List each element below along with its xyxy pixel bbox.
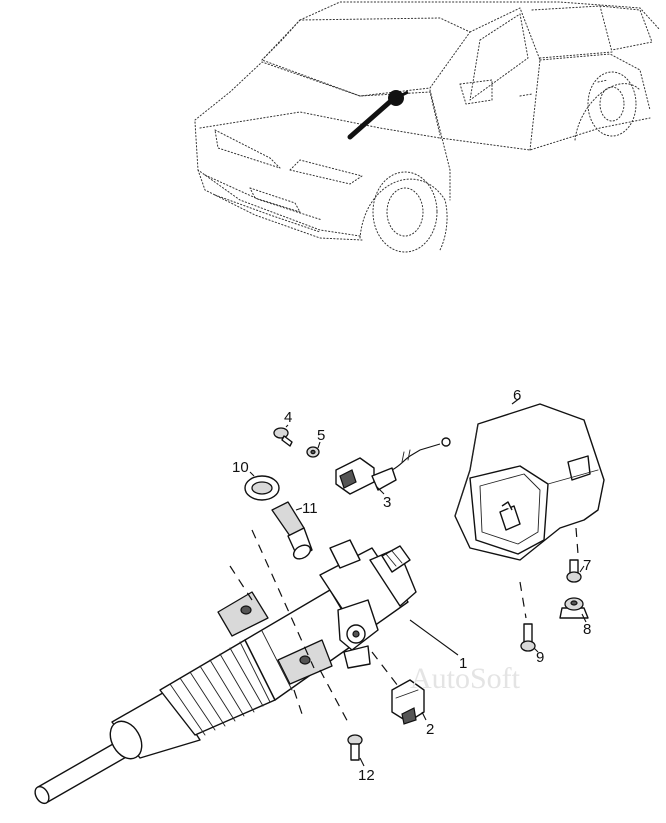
- screw-part-4: [273, 427, 293, 447]
- sensor-with-cable: [335, 437, 451, 495]
- assembly-axis-lines: [229, 527, 579, 727]
- callout-9: 9: [536, 649, 544, 666]
- callout-labels: 1 2 3 4 5 6 7 8 9 10 11 12: [232, 387, 591, 784]
- screw-part-12: [347, 734, 363, 761]
- steering-column-assembly: [34, 539, 417, 805]
- screw-part-9: [520, 623, 536, 652]
- steering-column-location-marker: [347, 90, 409, 140]
- callout-3: 3: [383, 494, 391, 511]
- callout-5: 5: [317, 427, 325, 444]
- callout-10: 10: [232, 459, 249, 476]
- lock-cylinder-part-11: [271, 501, 313, 560]
- callout-1: 1: [459, 655, 467, 672]
- callout-11: 11: [302, 500, 318, 517]
- callout-4: 4: [284, 409, 292, 426]
- clip-part-8: [559, 597, 589, 619]
- callout-6: 6: [513, 387, 521, 404]
- ignition-switch: [391, 679, 425, 725]
- callout-8: 8: [583, 621, 591, 638]
- ring-part-10: [244, 475, 280, 501]
- screw-part-7: [566, 559, 582, 583]
- callout-12: 12: [358, 767, 375, 784]
- washer-part-5: [306, 446, 320, 458]
- callout-7: 7: [583, 557, 591, 574]
- car-illustration: [194, 1, 661, 253]
- leader-lines: [249, 397, 587, 767]
- watermark: AutoSoft: [410, 662, 521, 695]
- column-cover-part-6: [454, 403, 605, 561]
- callout-2: 2: [426, 721, 434, 738]
